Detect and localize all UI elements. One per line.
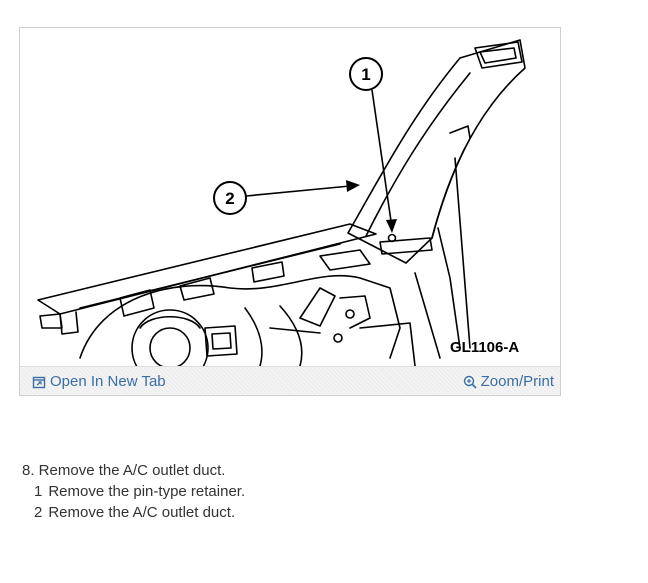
callout-1-label: 1 bbox=[361, 65, 370, 84]
callout-2-label: 2 bbox=[225, 189, 234, 208]
substep-number: 2 bbox=[34, 504, 43, 521]
ac-outlet-duct-diagram: 1 2 GL1106-A bbox=[20, 28, 560, 366]
dash-rail bbox=[37, 223, 377, 315]
pin-retainer bbox=[387, 233, 397, 243]
open-new-tab-icon bbox=[32, 376, 46, 388]
zoom-in-icon bbox=[463, 375, 477, 389]
substep-list: 1 Remove the pin-type retainer. 2 Remove… bbox=[22, 483, 245, 521]
figure-code: GL1106-A bbox=[450, 339, 519, 356]
list-item: 1 Remove the pin-type retainer. bbox=[34, 483, 245, 500]
instruction-steps: 8. Remove the A/C outlet duct. 1 Remove … bbox=[22, 462, 245, 525]
figure-card: 1 2 GL1106-A Open In New Tab bbox=[19, 27, 561, 396]
step-8: 8. Remove the A/C outlet duct. bbox=[22, 462, 226, 479]
open-new-tab-link[interactable]: Open In New Tab bbox=[32, 373, 166, 390]
list-item: 2 Remove the A/C outlet duct. bbox=[34, 504, 245, 521]
substep-number: 1 bbox=[34, 483, 43, 500]
substep-text: Remove the pin-type retainer. bbox=[48, 483, 246, 500]
open-new-tab-label: Open In New Tab bbox=[50, 373, 166, 390]
diagram-svg: 1 2 GL1106-A bbox=[37, 39, 526, 366]
zoom-print-link[interactable]: Zoom/Print bbox=[463, 373, 554, 390]
zoom-print-label: Zoom/Print bbox=[480, 373, 554, 390]
callout-1: 1 bbox=[349, 57, 397, 233]
figure-toolbar: Open In New Tab Zoom/Print bbox=[20, 366, 560, 395]
callout-2: 2 bbox=[213, 180, 360, 215]
blower-housing bbox=[79, 274, 401, 359]
substep-text: Remove the A/C outlet duct. bbox=[48, 504, 236, 521]
